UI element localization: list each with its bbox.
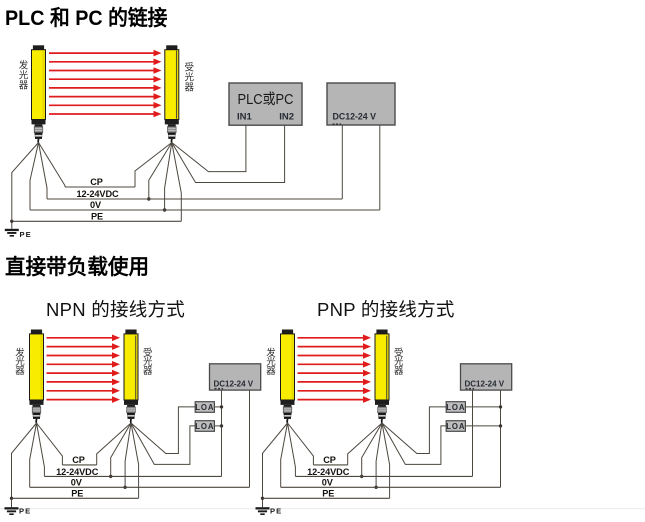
bus-label-cp: CP bbox=[323, 455, 336, 465]
diagram-npn: 发光器 受光器 DC12-24 V LOA LOA CP 12-24VDC 0V… bbox=[5, 330, 261, 516]
receiver-bar bbox=[163, 44, 180, 144]
junction-dot bbox=[498, 424, 503, 428]
diagram-pnp: 发光器 受光器 DC12-24 V LOA LOA CP 12-24VDC 0V… bbox=[256, 330, 512, 516]
ground-label: PE bbox=[270, 506, 282, 515]
receiver-label: 受光器 bbox=[143, 347, 153, 377]
junction-dot bbox=[219, 424, 224, 428]
ground-label: PE bbox=[19, 506, 31, 515]
bus-label-cp: CP bbox=[90, 177, 103, 187]
power-box-label: DC12-24 V bbox=[214, 380, 254, 389]
emitter-label: 发光器 bbox=[19, 60, 29, 92]
bus-label-pe: PE bbox=[71, 489, 83, 499]
bus-label-vdc: 12-24VDC bbox=[307, 467, 350, 477]
bus-label-0v: 0V bbox=[71, 478, 83, 488]
subsection-title-npn: NPN 的接线方式 bbox=[46, 299, 185, 320]
emitter-bar bbox=[30, 44, 47, 144]
load1-label: LOA bbox=[195, 403, 214, 412]
junction-dot bbox=[219, 405, 224, 409]
beam-arrows bbox=[48, 48, 163, 119]
section-title-plc-pc: PLC 和 PC 的链接 bbox=[5, 7, 168, 30]
emitter-label: 发光器 bbox=[266, 347, 276, 377]
bus-label-0v: 0V bbox=[90, 200, 102, 210]
plc-box: PLC或PC IN1 IN2 bbox=[228, 82, 303, 126]
bus-label-vdc: 12-24VDC bbox=[76, 189, 119, 199]
load2-label: LOA bbox=[195, 422, 214, 431]
ground-icon bbox=[4, 228, 19, 237]
plc-in1-label: IN1 bbox=[237, 111, 253, 122]
subsection-title-pnp: PNP 的接线方式 bbox=[317, 299, 455, 320]
power-box-label: DC12-24 V bbox=[333, 112, 377, 122]
bus-label-vdc: 12-24VDC bbox=[56, 467, 99, 477]
power-box-label: DC12-24 V bbox=[465, 380, 505, 389]
plc-box-title: PLC或PC bbox=[238, 91, 294, 108]
emitter-label: 发光器 bbox=[15, 347, 25, 377]
npn-common-graphics bbox=[5, 330, 261, 516]
diagram-plc-pc: 发光器 受光器 PLC或PC IN1 IN2 DC12-24 V bbox=[4, 44, 396, 239]
bus-label-pe: PE bbox=[91, 211, 103, 221]
pnp-common-graphics bbox=[256, 330, 512, 516]
load1-label: LOA bbox=[446, 403, 465, 412]
bus-label-pe: PE bbox=[322, 489, 334, 499]
power-box: DC12-24 V bbox=[326, 82, 396, 126]
bus-label-cp: CP bbox=[72, 455, 85, 465]
junction-dot bbox=[498, 405, 503, 409]
wires bbox=[10, 125, 381, 229]
plc-in2-label: IN2 bbox=[279, 111, 294, 122]
ground-label: PE bbox=[20, 230, 32, 239]
receiver-label: 受光器 bbox=[394, 347, 404, 377]
receiver-label: 受光器 bbox=[185, 62, 195, 94]
load2-label: LOA bbox=[446, 422, 465, 431]
bus-label-0v: 0V bbox=[322, 478, 334, 488]
section-title-direct-load: 直接带负载使用 bbox=[5, 256, 150, 279]
